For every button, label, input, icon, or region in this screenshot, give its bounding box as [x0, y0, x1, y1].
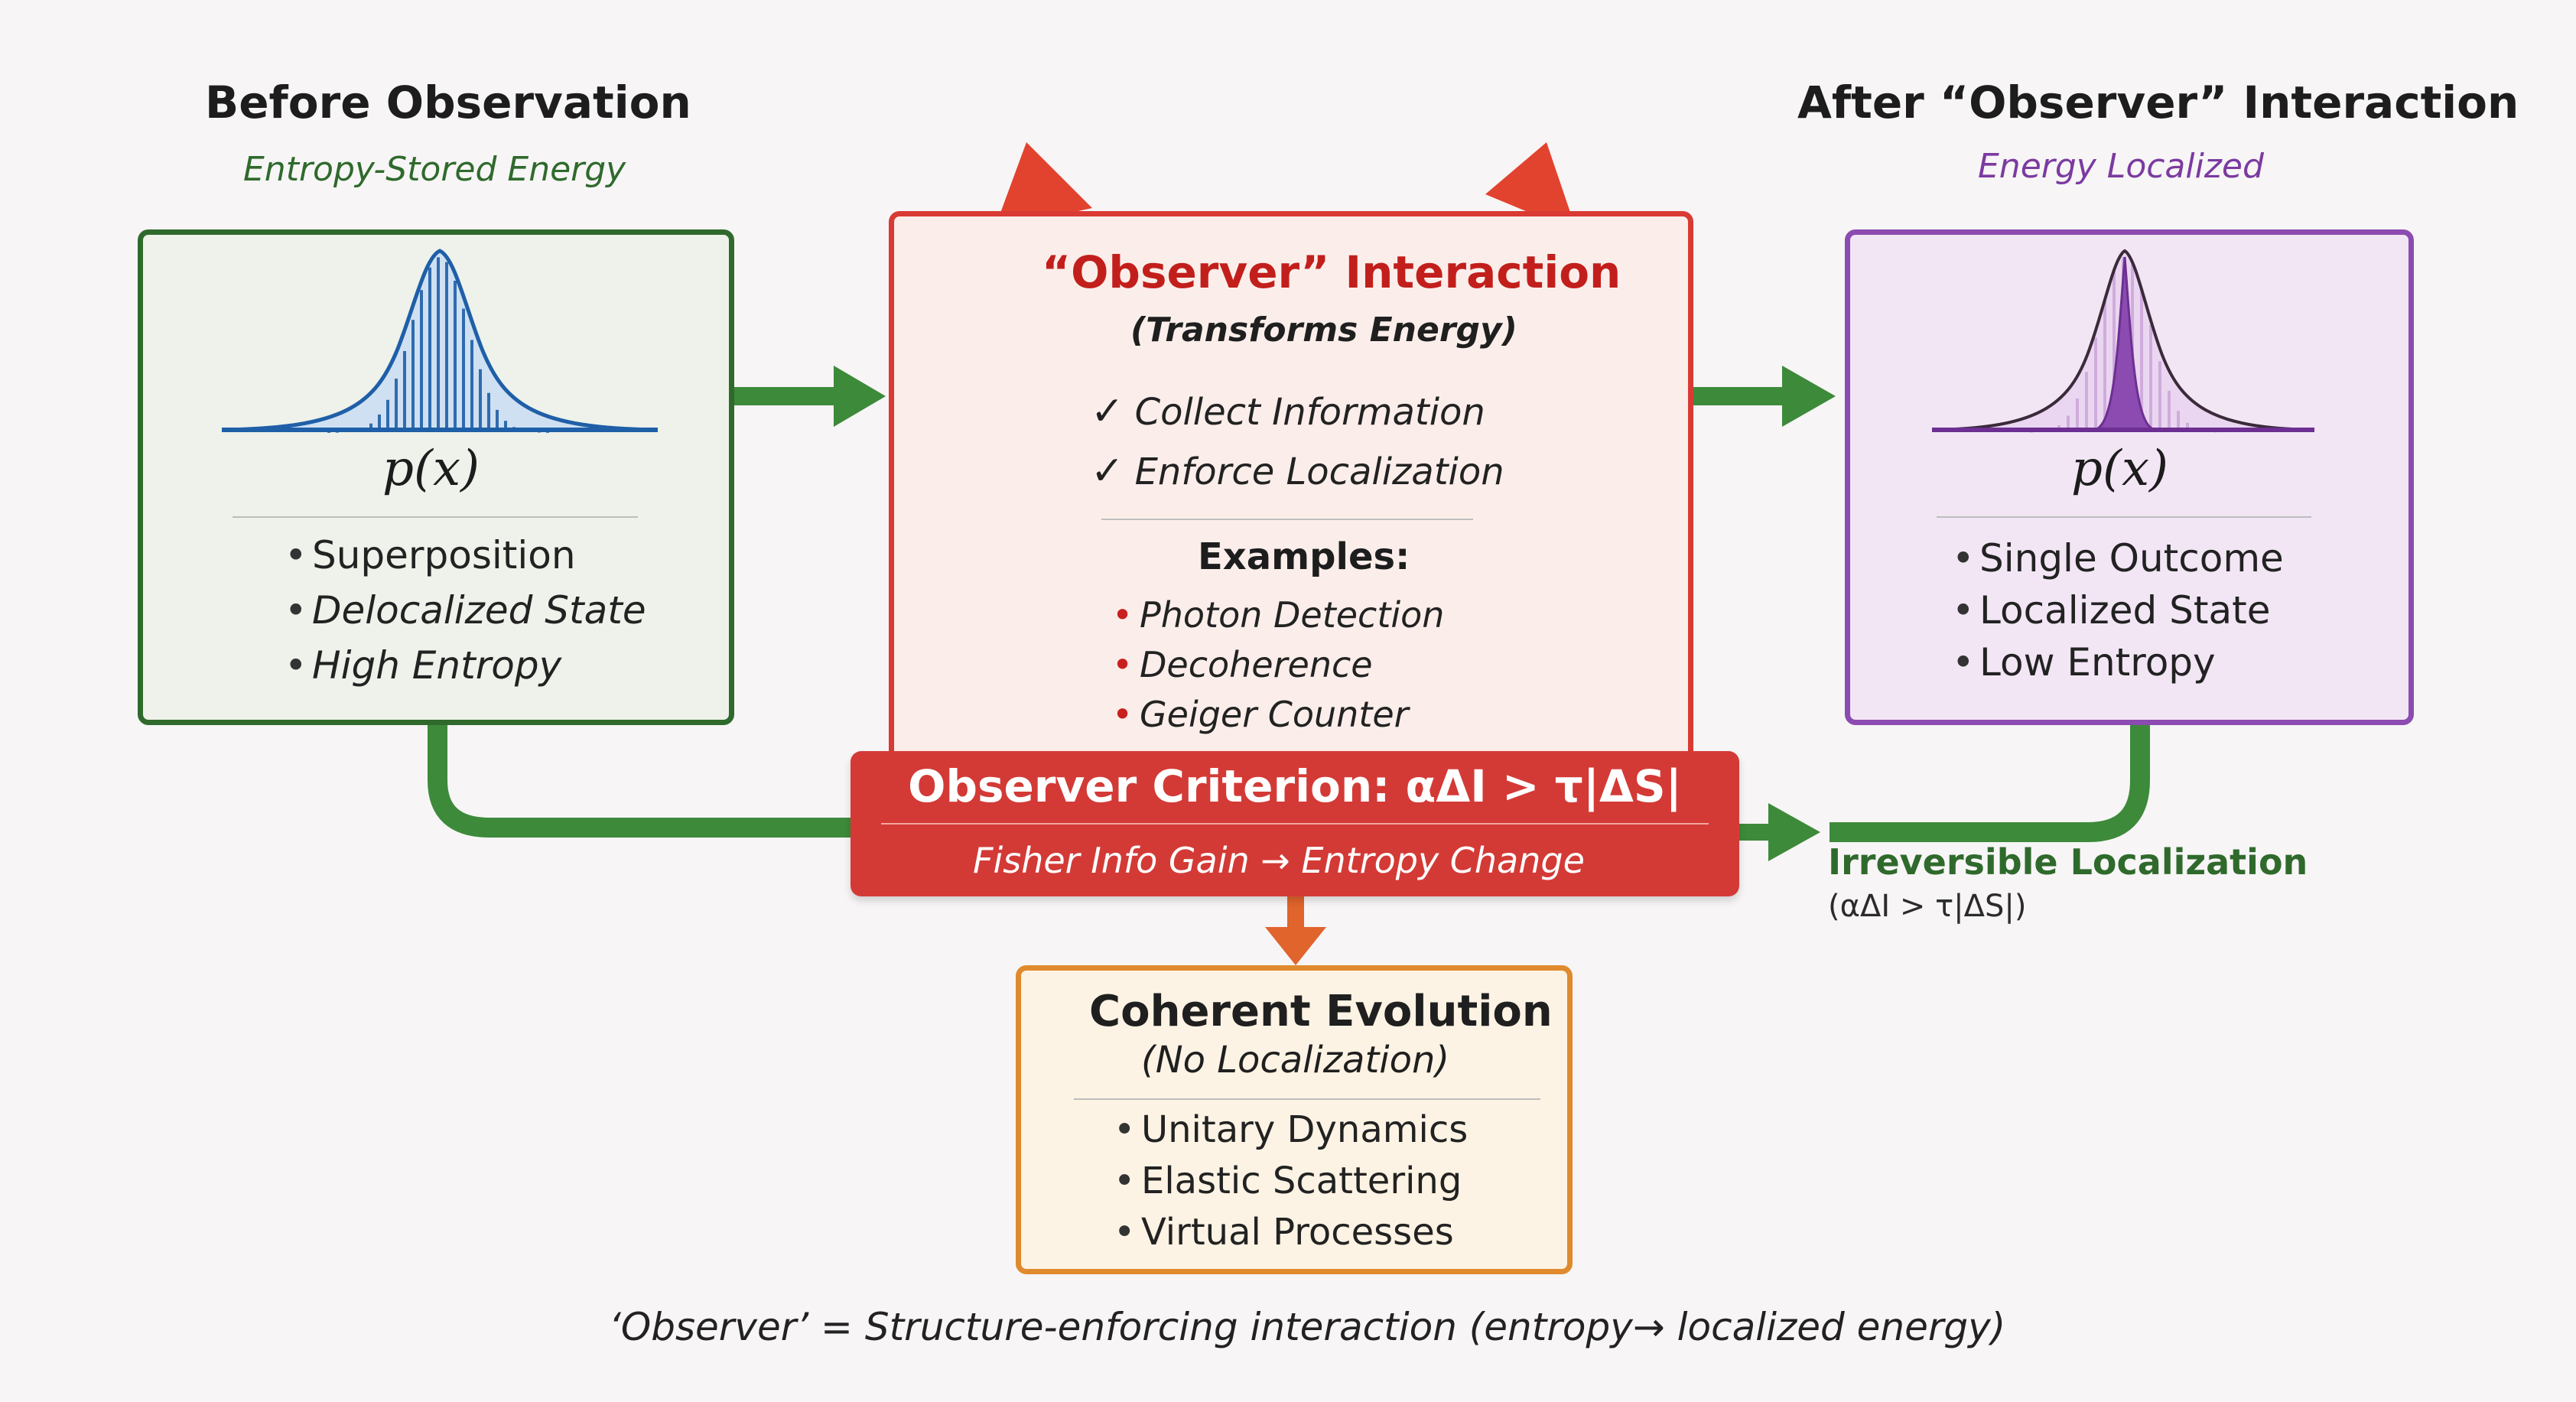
- coherent-divider: [1074, 1098, 1540, 1100]
- check-icon: ✓: [1091, 389, 1124, 434]
- observer-subtitle: (Transforms Energy): [1130, 311, 1517, 350]
- footer-caption: ‘Observer’ = Structure-enforcing interac…: [609, 1305, 2006, 1349]
- coherent-subtitle: (No Localization): [1141, 1039, 1450, 1082]
- localized-distribution-plot: [1931, 249, 2315, 433]
- arrow-before-to-criterion: [428, 725, 857, 838]
- example-item: Decoherence: [1112, 640, 1444, 690]
- criterion-divider: [881, 823, 1709, 825]
- coherent-bullet: Virtual Processes: [1114, 1207, 1468, 1258]
- irreversible-title: Irreversible Localization: [1828, 841, 2308, 883]
- arrow-irreversible-to-after: [1830, 725, 2150, 842]
- coherent-bullet-list: Unitary Dynamics Elastic Scattering Virt…: [1114, 1104, 1468, 1258]
- before-bullet: High Entropy: [285, 638, 646, 693]
- distribution-bell-curve: [221, 249, 659, 432]
- delocalized-distribution-plot: [221, 249, 659, 433]
- before-px-label: p(x): [382, 441, 480, 497]
- observer-examples-list: Photon Detection Decoherence Geiger Coun…: [1112, 590, 1444, 740]
- before-title: Before Observation: [205, 76, 691, 128]
- after-px-label: p(x): [2071, 441, 2168, 497]
- before-bullet: Superposition: [285, 528, 646, 583]
- arrowhead-observer-to-after: [1782, 366, 1836, 427]
- arrowhead-criterion-to-irreversible: [1768, 803, 1820, 861]
- distribution-stripes: [327, 257, 549, 433]
- after-bullet-list: Single Outcome Localized State Low Entro…: [1952, 532, 2284, 688]
- after-bullet: Low Entropy: [1952, 636, 2284, 688]
- distribution-bell-curve: [1931, 249, 2315, 431]
- observer-divider: [1101, 519, 1473, 520]
- before-divider: [233, 516, 638, 518]
- after-bullet: Single Outcome: [1952, 532, 2284, 584]
- after-divider: [1937, 516, 2311, 518]
- criterion-title: Observer Criterion: αΔI > τ|ΔS|: [908, 760, 1682, 812]
- after-subtitle: Energy Localized: [1978, 147, 2264, 186]
- coherent-bullet: Unitary Dynamics: [1114, 1104, 1468, 1156]
- example-item: Photon Detection: [1112, 590, 1444, 640]
- localized-peak: [2093, 256, 2156, 431]
- coherent-title: Coherent Evolution: [1089, 987, 1553, 1036]
- observer-check-item: ✓Enforce Localization: [1091, 448, 1504, 494]
- check-icon: ✓: [1091, 448, 1124, 494]
- before-bullet: Delocalized State: [285, 583, 646, 638]
- observer-title: “Observer” Interaction: [1042, 246, 1621, 298]
- coherent-bullet: Elastic Scattering: [1114, 1156, 1468, 1207]
- criterion-subtitle: Fisher Info Gain → Entropy Change: [973, 840, 1585, 881]
- before-bullet-list: Superposition Delocalized State High Ent…: [285, 528, 646, 693]
- irreversible-formula: (αΔI > τ|ΔS|): [1828, 889, 2027, 924]
- before-subtitle: Entropy-Stored Energy: [243, 150, 626, 189]
- observer-examples-heading: Examples:: [1198, 535, 1410, 578]
- observer-check-item: ✓Collect Information: [1091, 389, 1485, 434]
- example-item: Geiger Counter: [1112, 690, 1444, 740]
- arrowhead-criterion-to-coherent: [1265, 927, 1326, 965]
- after-bullet: Localized State: [1952, 584, 2284, 636]
- after-title: After “Observer” Interaction: [1797, 76, 2519, 128]
- arrowhead-before-to-observer: [834, 366, 886, 427]
